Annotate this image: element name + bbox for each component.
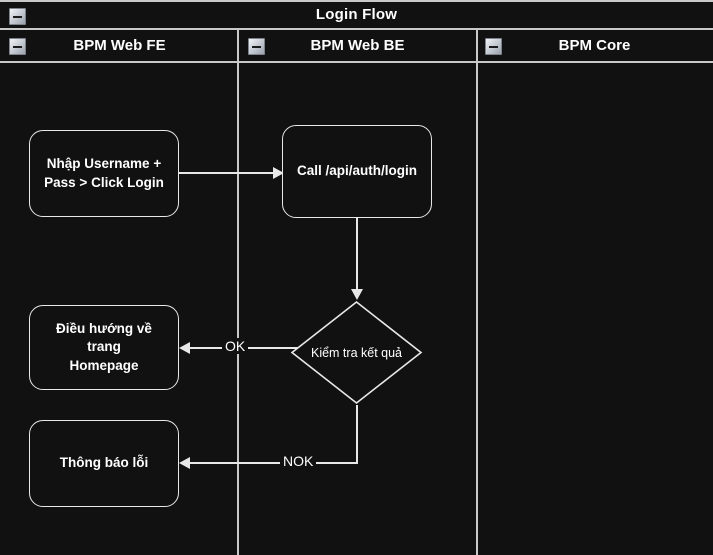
lane-divider-fe-be [237,30,239,555]
lane-header-bpm-core[interactable]: BPM Core [476,30,713,63]
collapse-minus-icon[interactable] [485,38,502,55]
task-call-api-auth-login[interactable]: Call /api/auth/login [282,125,432,218]
flow-n3-n4-arrowhead [179,342,190,354]
lane-label-bpm-web-fe: BPM Web FE [73,37,166,54]
task-label: Điều hướng về trang Homepage [56,321,152,373]
collapse-minus-icon[interactable] [9,38,26,55]
task-dieu-huong-ve-trang-homepage[interactable]: Điều hướng về trang Homepage [29,305,179,390]
gateway-diamond-shape [290,300,423,405]
flow-label-nok: NOK [280,453,317,469]
flow-n3-n5-line-horizontal [190,462,358,464]
task-label: Thông báo lỗi [59,455,149,471]
task-nhap-username-click-login[interactable]: Nhập Username + Pass > Click Login [29,130,179,217]
page-title: Login Flow [315,6,398,23]
lane-header-bpm-web-be[interactable]: BPM Web BE [239,30,476,63]
diagram-title-bar: Login Flow [0,0,713,30]
collapse-minus-icon[interactable] [9,8,26,25]
task-label: Nhập Username + Pass > Click Login [44,156,164,190]
task-label: Call /api/auth/login [296,163,417,179]
flow-n3-n5-line-vertical [356,405,358,463]
flow-n2-n3-line [356,217,358,290]
flow-label-ok: OK [222,338,249,354]
flow-n2-n3-arrowhead [351,289,363,300]
lane-divider-be-core [476,30,478,555]
lane-header-bpm-web-fe[interactable]: BPM Web FE [0,30,239,63]
gateway-label: Kiểm tra kết quả [310,345,402,360]
flow-n1-n2-line [179,172,274,174]
lane-label-bpm-web-be: BPM Web BE [310,37,405,54]
task-thong-bao-loi[interactable]: Thông báo lỗi [29,420,179,507]
gateway-kiem-tra-ket-qua[interactable]: Kiểm tra kết quả [290,300,423,405]
flow-n1-n2-arrowhead [273,167,284,179]
flow-n3-n5-arrowhead [179,457,190,469]
collapse-minus-icon[interactable] [248,38,265,55]
lane-label-bpm-core: BPM Core [558,37,631,54]
